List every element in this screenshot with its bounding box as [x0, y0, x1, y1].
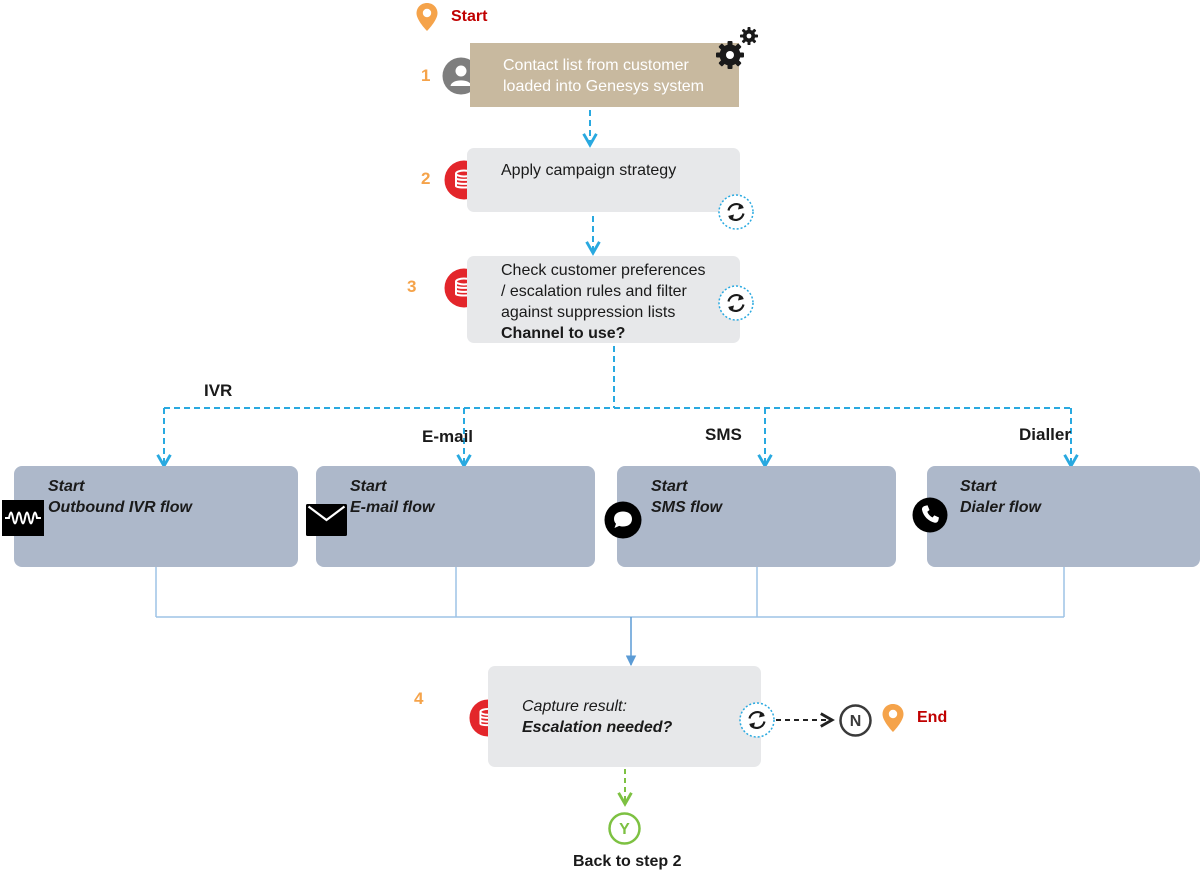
envelope-icon: [306, 504, 347, 536]
refresh-icon: [718, 194, 754, 230]
no-badge: N: [839, 704, 872, 737]
end-label: End: [917, 709, 948, 726]
step-4-question: Escalation needed?: [522, 719, 673, 736]
chat-bubble-icon: [604, 501, 642, 539]
start-label: Start: [451, 8, 488, 25]
flow-box-email: [316, 466, 595, 567]
svg-text:N: N: [850, 713, 862, 730]
step-4-text: Capture result: Escalation needed?: [522, 698, 673, 736]
phone-icon: [912, 497, 948, 533]
channel-label-ivr: IVR: [204, 381, 233, 400]
refresh-icon: [739, 702, 775, 738]
flow-box-sms: [617, 466, 896, 567]
step-1-box: [470, 43, 739, 107]
flow-box-dialler: [927, 466, 1200, 567]
channel-label-dialler: Dialler: [1019, 425, 1071, 444]
channel-label-email: E-mail: [422, 427, 474, 446]
step-3-number: 3: [407, 277, 417, 296]
end-pin-icon: [882, 704, 904, 732]
flow-box-ivr: [14, 466, 298, 567]
step-1-text: Contact list from customer loaded into G…: [503, 57, 704, 95]
start-pin-icon: [416, 3, 438, 31]
back-to-step-label: Back to step 2: [573, 853, 682, 870]
yes-badge: Y: [608, 812, 641, 845]
flow-title-sms: Start SMS flow: [651, 478, 723, 516]
step-3-box: [467, 256, 740, 343]
flow-title-email: Start E-mail flow: [350, 478, 435, 516]
step-2-number: 2: [421, 169, 431, 188]
step-2-box: [467, 148, 740, 212]
refresh-icon: [718, 285, 754, 321]
flow-title-dialler: Start Dialer flow: [960, 478, 1041, 516]
channel-label-sms: SMS: [705, 425, 742, 444]
svg-text:Y: Y: [619, 821, 630, 838]
step-2-text: Apply campaign strategy: [501, 162, 677, 179]
step-4-box: [488, 666, 761, 767]
step-4-number: 4: [414, 689, 424, 708]
flow-title-ivr: Start Outbound IVR flow: [48, 478, 192, 516]
step-1-number: 1: [421, 66, 431, 85]
step-3-question: Channel to use?: [501, 325, 626, 342]
gears-icon: [716, 27, 758, 69]
waveform-icon: [2, 500, 44, 536]
step-3-text: Check customer preferences / escalation …: [501, 262, 706, 342]
